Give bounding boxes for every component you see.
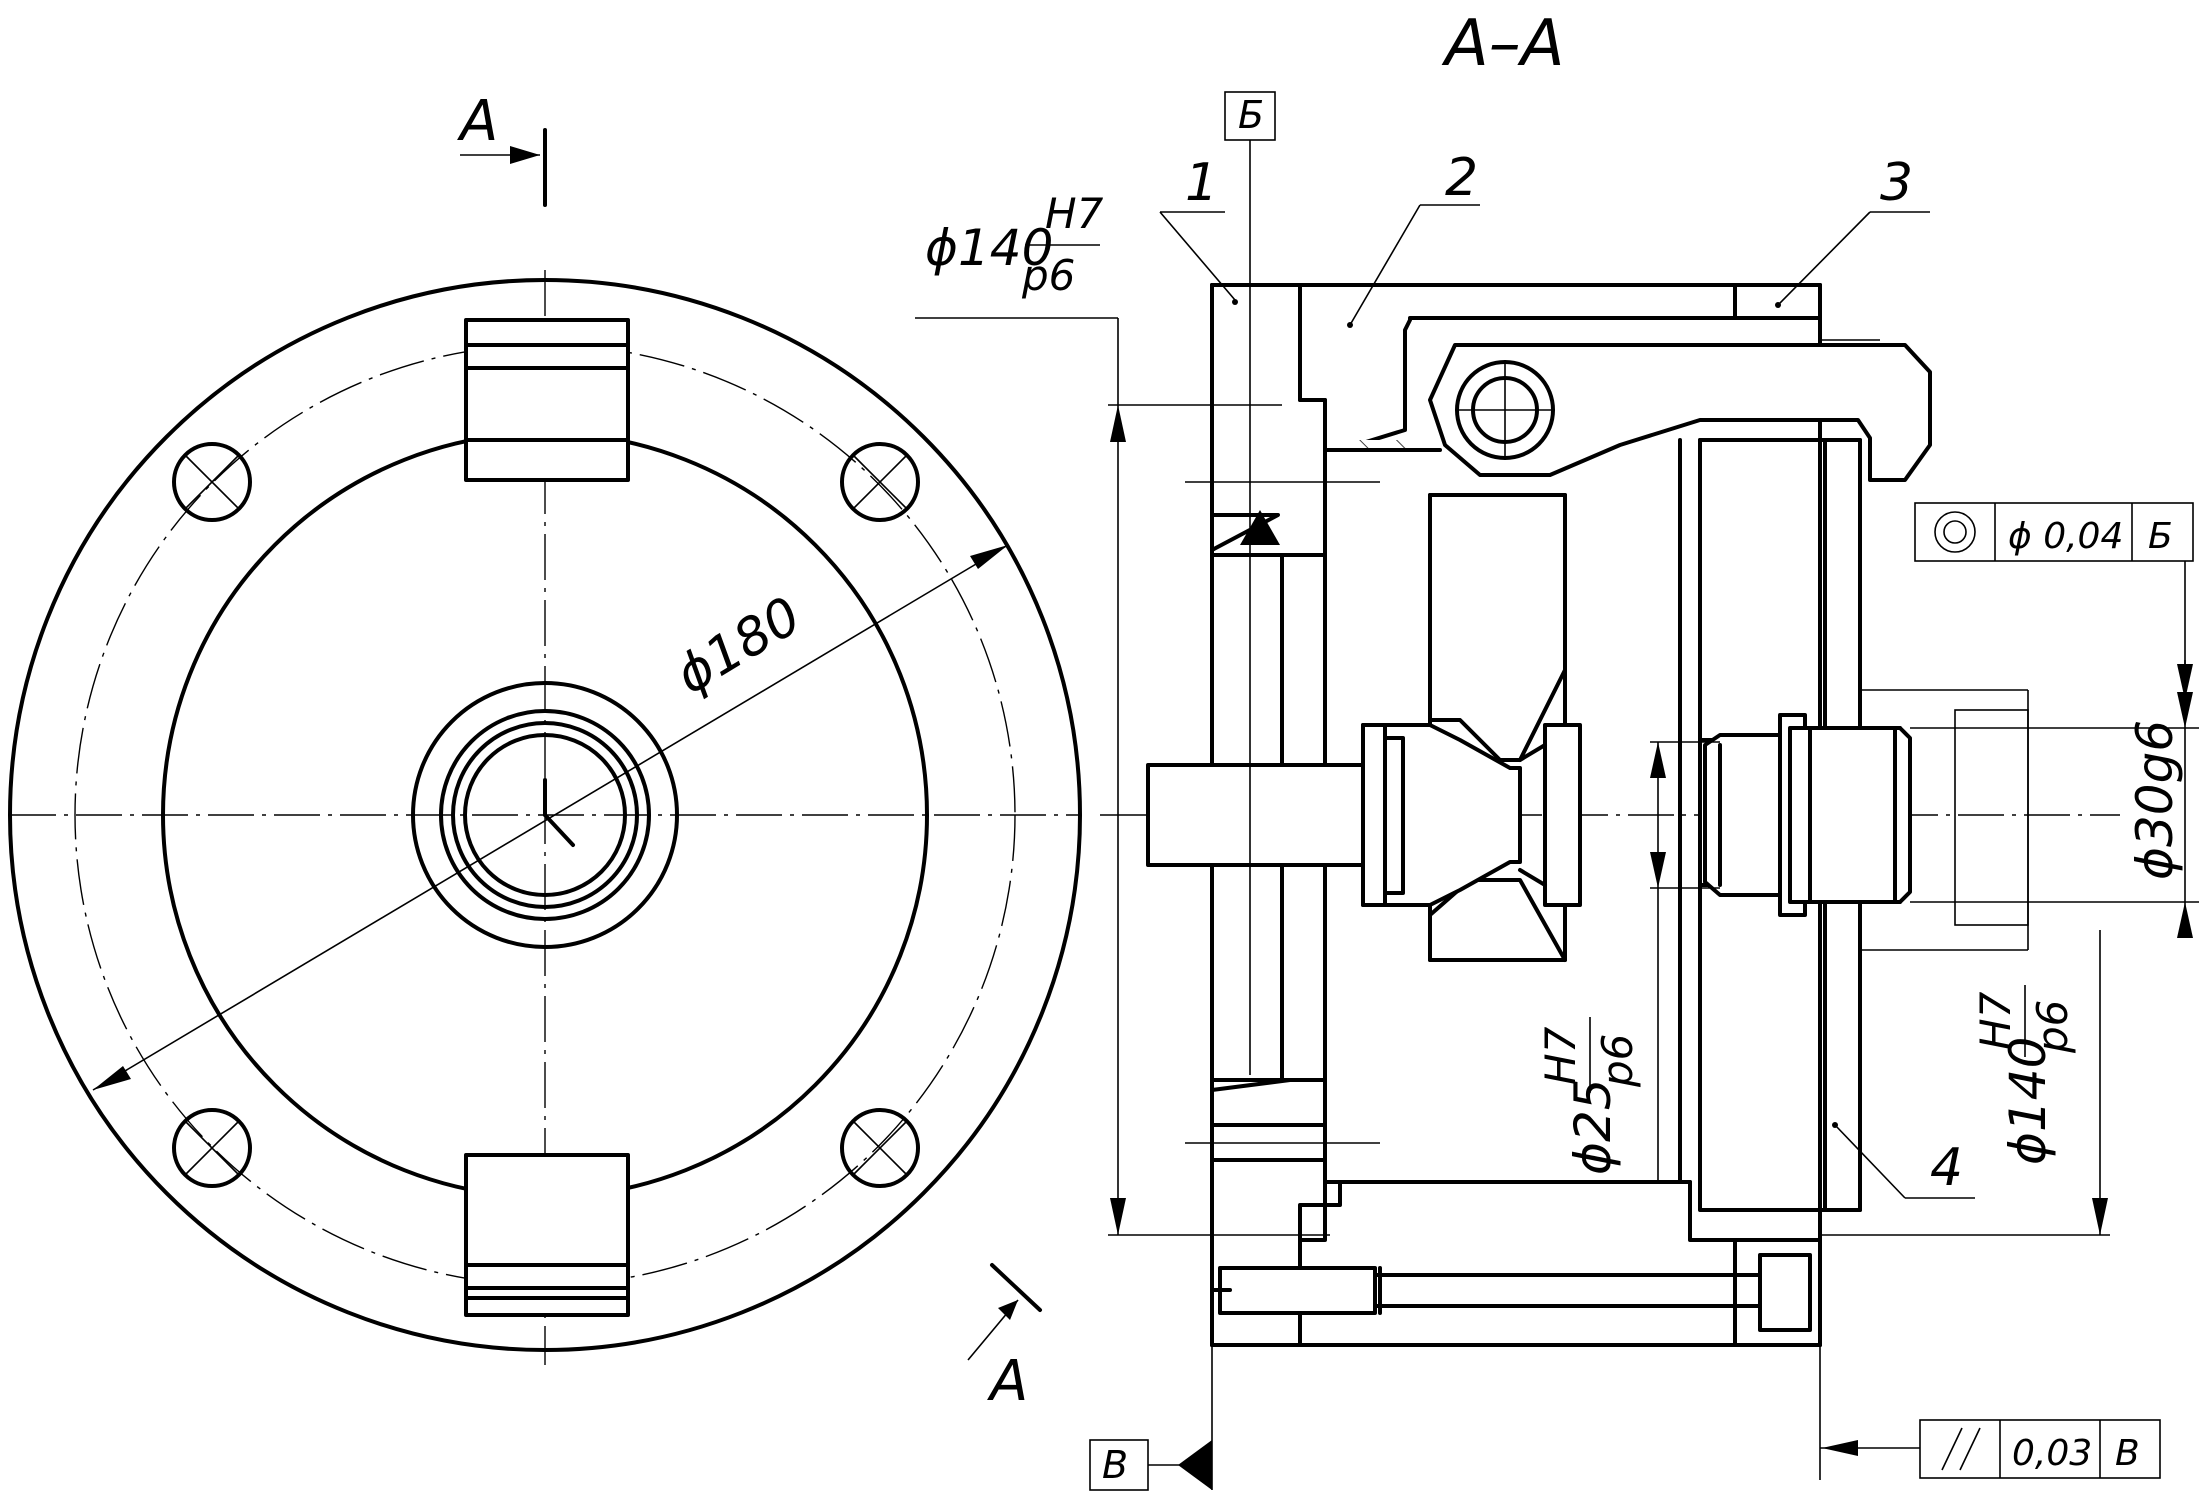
bottom-bolt: [1210, 1253, 1812, 1332]
dimension-d140-right: ϕ140 H7 p6: [1820, 339, 2110, 1236]
part-number-4: 4: [1930, 1138, 1963, 1198]
bolt-hole: [172, 442, 252, 522]
datum-v: В: [1089, 1345, 1213, 1491]
datum-b-label: Б: [1238, 93, 1264, 137]
front-view: ϕ180 A A: [8, 89, 1082, 1414]
bolt-hole: [840, 1108, 920, 1188]
tolerance-parallelism-datum: В: [2115, 1433, 2140, 1474]
dimension-d140-left-num: H7: [1045, 189, 1104, 238]
bolt-hole: [840, 442, 920, 522]
section-label-bottom: A: [987, 1349, 1028, 1414]
part-leader-2: 2: [1347, 148, 1480, 328]
part-number-2: 2: [1445, 148, 1478, 208]
tolerance-concentricity-datum: Б: [2148, 516, 2173, 557]
dimension-d30: ϕ30g6: [1910, 660, 2199, 938]
part-number-1: 1: [1185, 153, 1218, 213]
section-arrow-bottom: A: [967, 1263, 1042, 1414]
clamp-lever: [1428, 343, 1932, 482]
dimension-d25: ϕ25 H7 p6: [1536, 741, 1720, 1180]
parallelism-icon: [1941, 1427, 1981, 1471]
dimension-d180: ϕ180: [92, 544, 1009, 1091]
tolerance-parallelism: 0,03 В: [1819, 1345, 2161, 1480]
section-label-top: A: [457, 89, 498, 154]
spindle: [1703, 713, 1912, 917]
dimension-d180-label: ϕ180: [666, 586, 811, 706]
section-view: A–A: [915, 7, 2199, 1491]
part-leader-1: 1: [1159, 153, 1238, 305]
dimension-d30-label: ϕ30g6: [2126, 720, 2184, 880]
section-arrow-top: A: [457, 89, 547, 207]
tolerance-concentricity-value: ϕ 0,04: [2008, 516, 2123, 557]
part-leader-3: 3: [1775, 153, 1930, 308]
jaw-top: [464, 318, 630, 482]
part-leader-4: 4: [1832, 1122, 1975, 1199]
dimension-d25-num: H7: [1536, 1026, 1585, 1085]
bolt-hole: [172, 1108, 252, 1188]
shaft: [1146, 723, 1582, 907]
datum-b: Б: [1224, 91, 1276, 1075]
dimension-d25-label: ϕ25: [1564, 1078, 1622, 1175]
dimension-d140-right-label: ϕ140: [1999, 1037, 2057, 1165]
concentricity-icon: [1934, 511, 1976, 553]
dimension-d140-left: ϕ140 H7 p6: [915, 189, 1330, 1236]
tolerance-concentricity: ϕ 0,04 Б: [1914, 502, 2194, 700]
jaw-bottom: [464, 1153, 630, 1317]
dimension-d140-right-den: p6: [2028, 1000, 2077, 1054]
dimension-d140-left-den: p6: [1021, 251, 1075, 300]
dimension-d140-left-label: ϕ140: [925, 219, 1053, 277]
dimension-d25-den: p6: [1593, 1034, 1642, 1088]
datum-v-label: В: [1102, 1443, 1128, 1487]
part-number-3: 3: [1880, 153, 1913, 213]
dimension-d140-right-num: H7: [1971, 991, 2020, 1050]
tolerance-parallelism-value: 0,03: [2012, 1433, 2092, 1474]
section-title: A–A: [1441, 7, 1565, 81]
